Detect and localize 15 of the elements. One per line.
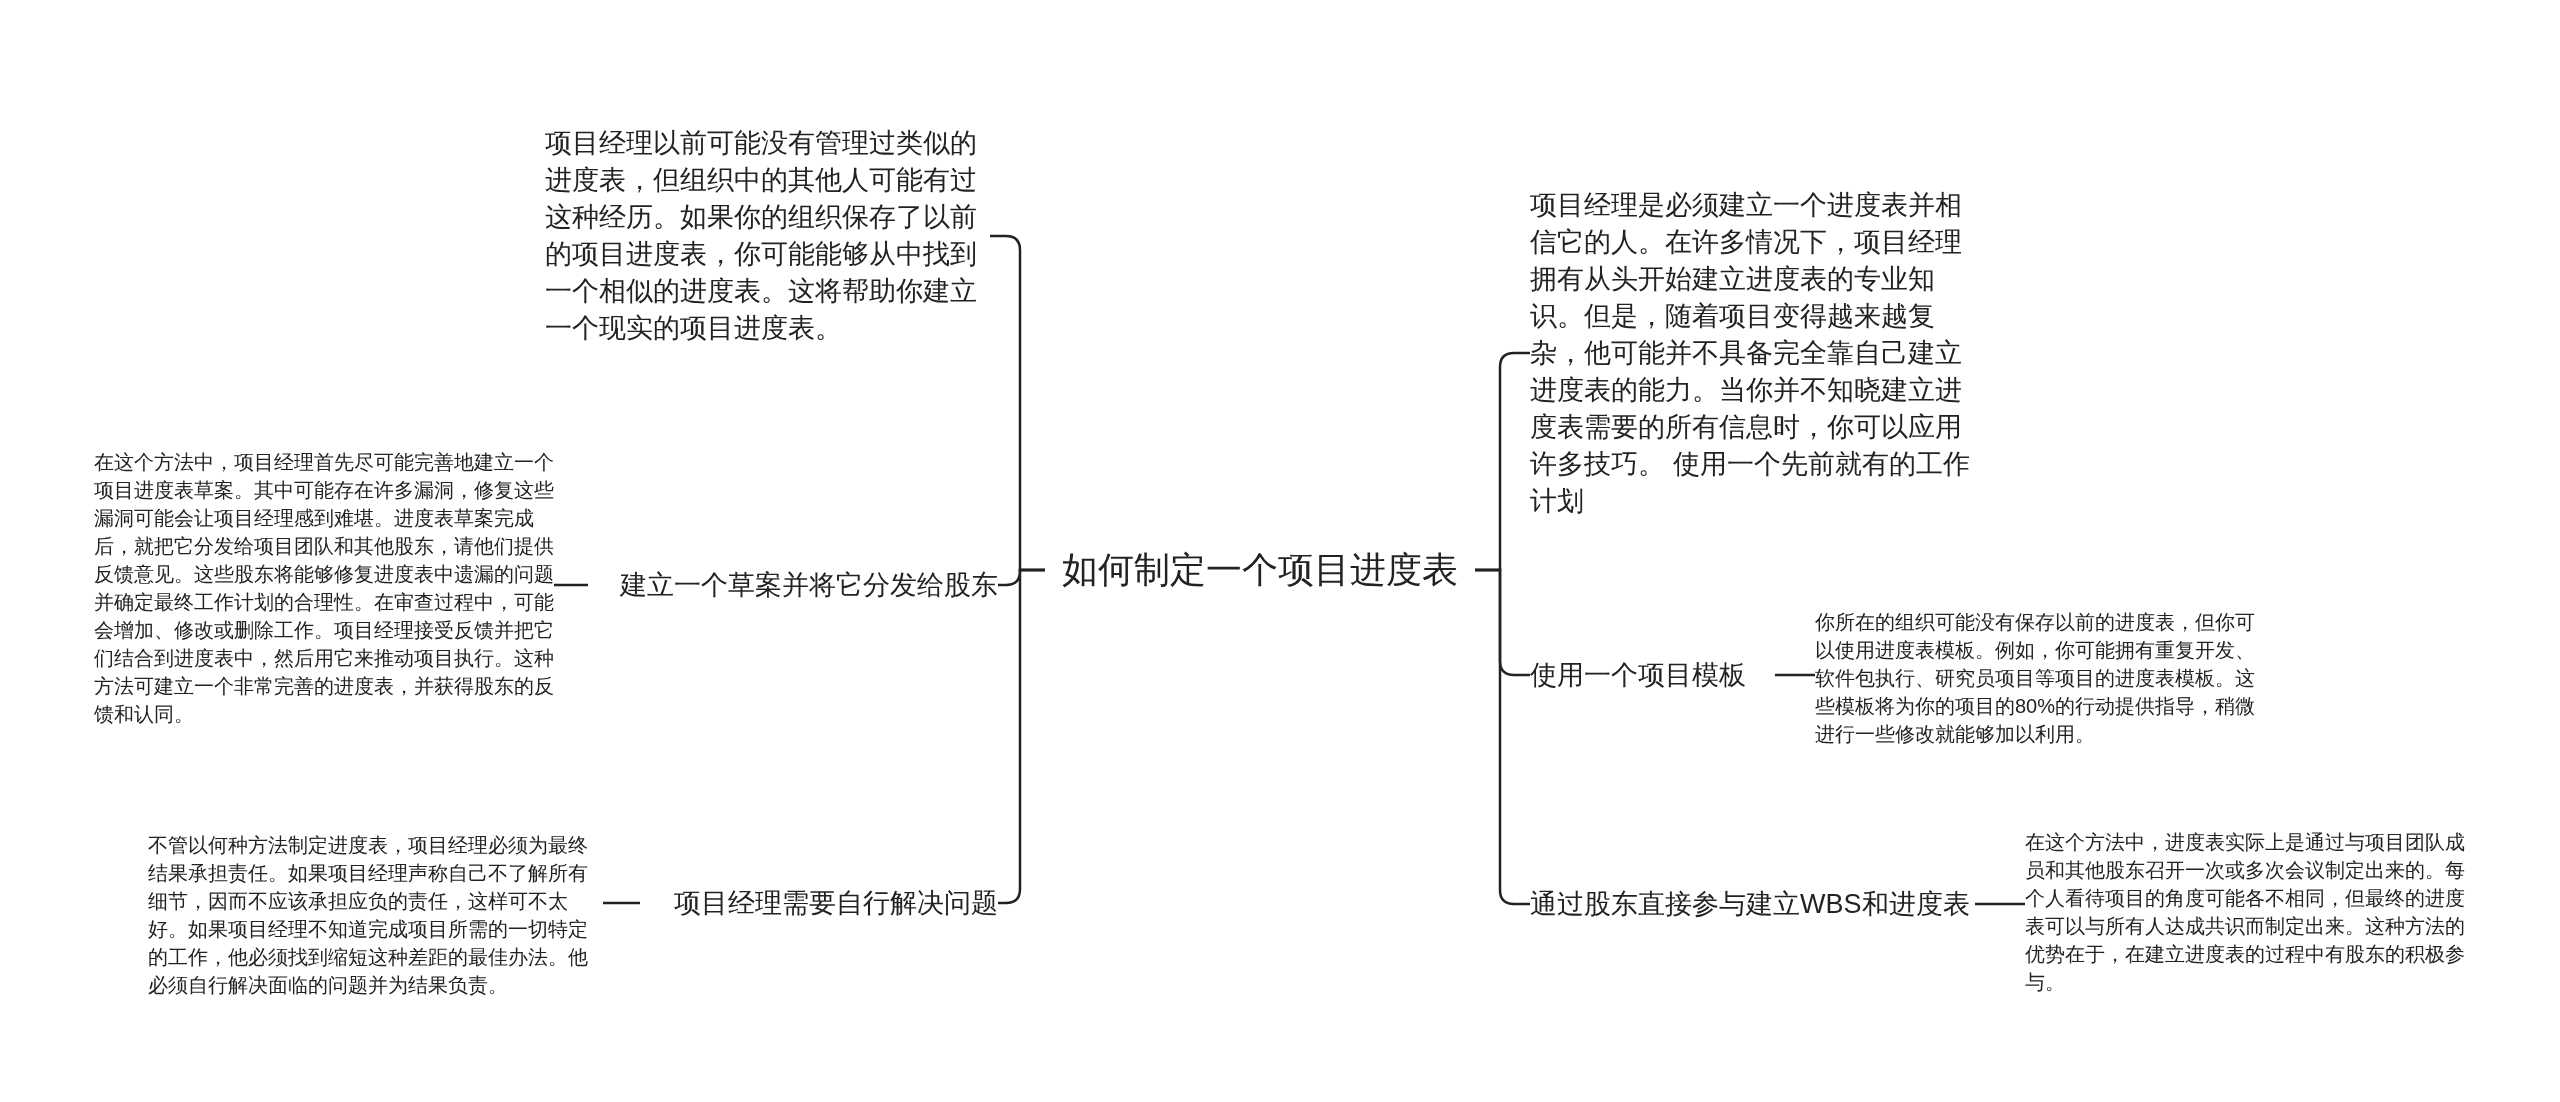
branch-topic: 项目经理需要自行解决问题 xyxy=(674,887,998,920)
paragraph-text: 在这个方法中，进度表实际上是通过与项目团队成员和其他股东召开一次或多次会议制定出来的。每个人看待项目的角度可能各不相同，但最终的进度表可以与所有人达成共识而制定出来。这种方法的优势在于，在建立进度表的过程中有股东的积极参与。 xyxy=(2025,830,2466,995)
connector-line xyxy=(1775,673,1815,677)
paragraph-text: 项目经理是必须建立一个进度表并相信它的人。在许多情况下，项目经理拥有从头开始建立进度表的专业知识。但是，随着项目变得越来越复杂，他可能并不具备完全靠自己建立进度表的能力。当你并不知晓建立进度表需要的所有信息时，你可以应用许多技巧。 使用一个先前就有的工作计划 xyxy=(1530,188,1971,518)
branch-topic: 通过股东直接参与建立WBS和进度表 xyxy=(1530,888,1970,921)
paragraph-text: 项目经理以前可能没有管理过类似的进度表，但组织中的其他人可能有过这种经历。如果你的组织保存了以前的项目进度表，你可能能够从中找到一个相似的进度表。这将帮助你建立一个现实的项目进度表。 xyxy=(545,127,978,345)
branch-topic: 建立一个草案并将它分发给股东 xyxy=(620,569,998,602)
central-topic: 如何制定一个项目进度表 xyxy=(1062,548,1458,592)
branch-topic: 使用一个项目模板 xyxy=(1530,659,1746,692)
connector-line xyxy=(1975,902,2025,906)
connector-line xyxy=(554,583,588,587)
paragraph-text: 你所在的组织可能没有保存以前的进度表，但你可以使用进度表模板。例如，你可能拥有重复开发、软件包执行、研究员项目等项目的进度表模板。这些模板将为你的项目的80%的行动提供指导，稍微进行一些修改就能够加以利用。 xyxy=(1815,610,2257,747)
connector-line xyxy=(603,901,640,905)
paragraph-text: 在这个方法中，项目经理首先尽可能完善地建立一个项目进度表草案。其中可能存在许多漏洞，修复这些漏洞可能会让项目经理感到难堪。进度表草案完成后，就把它分发给项目团队和其他股东，请他们提供反馈意见。这些股东将能够修复进度表中遗漏的问题并确定最终工作计划的合理性。在审查过程中，可能会增加、修改或删除工作。项目经理接受反馈并把它们结合到进度表中，然后用它来推动项目执行。这种方法可建立一个非常完善的进度表，并获得股东的反馈和认同。 xyxy=(94,450,554,727)
paragraph-text: 不管以何种方法制定进度表，项目经理必须为最终结果承担责任。如果项目经理声称自己不了解所有细节，因而不应该承担应负的责任，这样可不太好。如果项目经理不知道完成项目所需的一切特定的工作，他必须找到缩短这种差距的最佳办法。他必须自行解决面临的问题并为结果负责。 xyxy=(148,833,589,998)
